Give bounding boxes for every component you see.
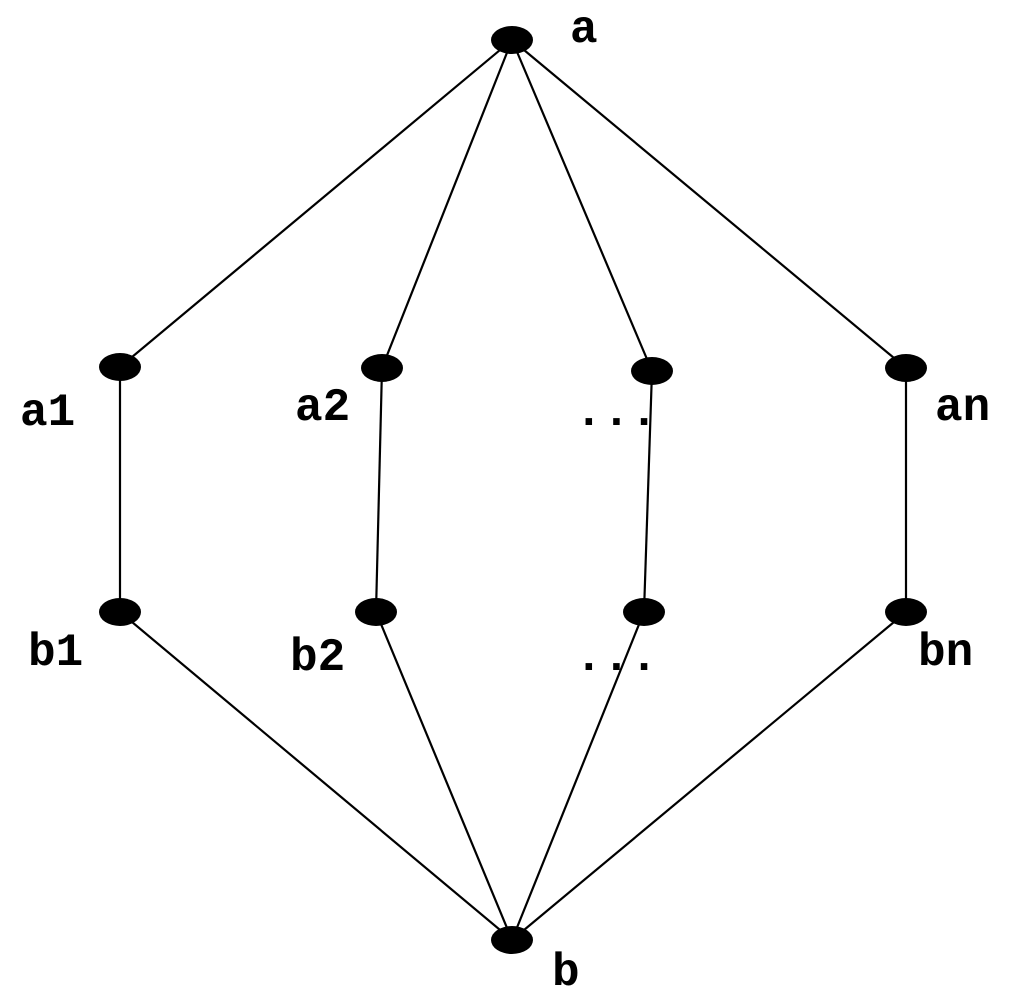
edge-a-a3 [510, 39, 654, 372]
node-label-b2: b2 [290, 632, 345, 684]
edge-a-a1 [119, 39, 513, 368]
node-a2 [361, 354, 403, 382]
node-an [885, 354, 927, 382]
node-label-b: b [552, 947, 580, 994]
edge-a-a2 [380, 39, 514, 369]
node-label-a3: ... [575, 387, 658, 439]
edge-b3-b [510, 611, 646, 941]
edge-a-an [511, 39, 907, 369]
edge-a3-b3 [642, 370, 654, 613]
node-label-b3: ... [575, 632, 658, 684]
node-label-a2: a2 [295, 382, 350, 434]
node-bn [885, 598, 927, 626]
nodes-group [99, 26, 927, 954]
node-b1 [99, 598, 141, 626]
node-a1 [99, 353, 141, 381]
node-b2 [355, 598, 397, 626]
node-b3 [623, 598, 665, 626]
labels-group: a a1 a2... an b1 b2... bn b [20, 4, 990, 994]
node-label-bn: bn [918, 627, 973, 679]
node-a3 [631, 357, 673, 385]
node-label-a: a [570, 4, 598, 56]
edge-bn-b [511, 611, 907, 941]
node-label-an: an [935, 382, 990, 434]
edges-group [118, 39, 908, 941]
edge-b2-b [374, 611, 514, 941]
node-label-b1: b1 [28, 627, 83, 679]
node-a [491, 26, 533, 54]
edge-b1-b [119, 611, 513, 941]
node-label-a1: a1 [20, 387, 75, 439]
edge-a2-b2 [374, 367, 384, 613]
node-b [491, 926, 533, 954]
